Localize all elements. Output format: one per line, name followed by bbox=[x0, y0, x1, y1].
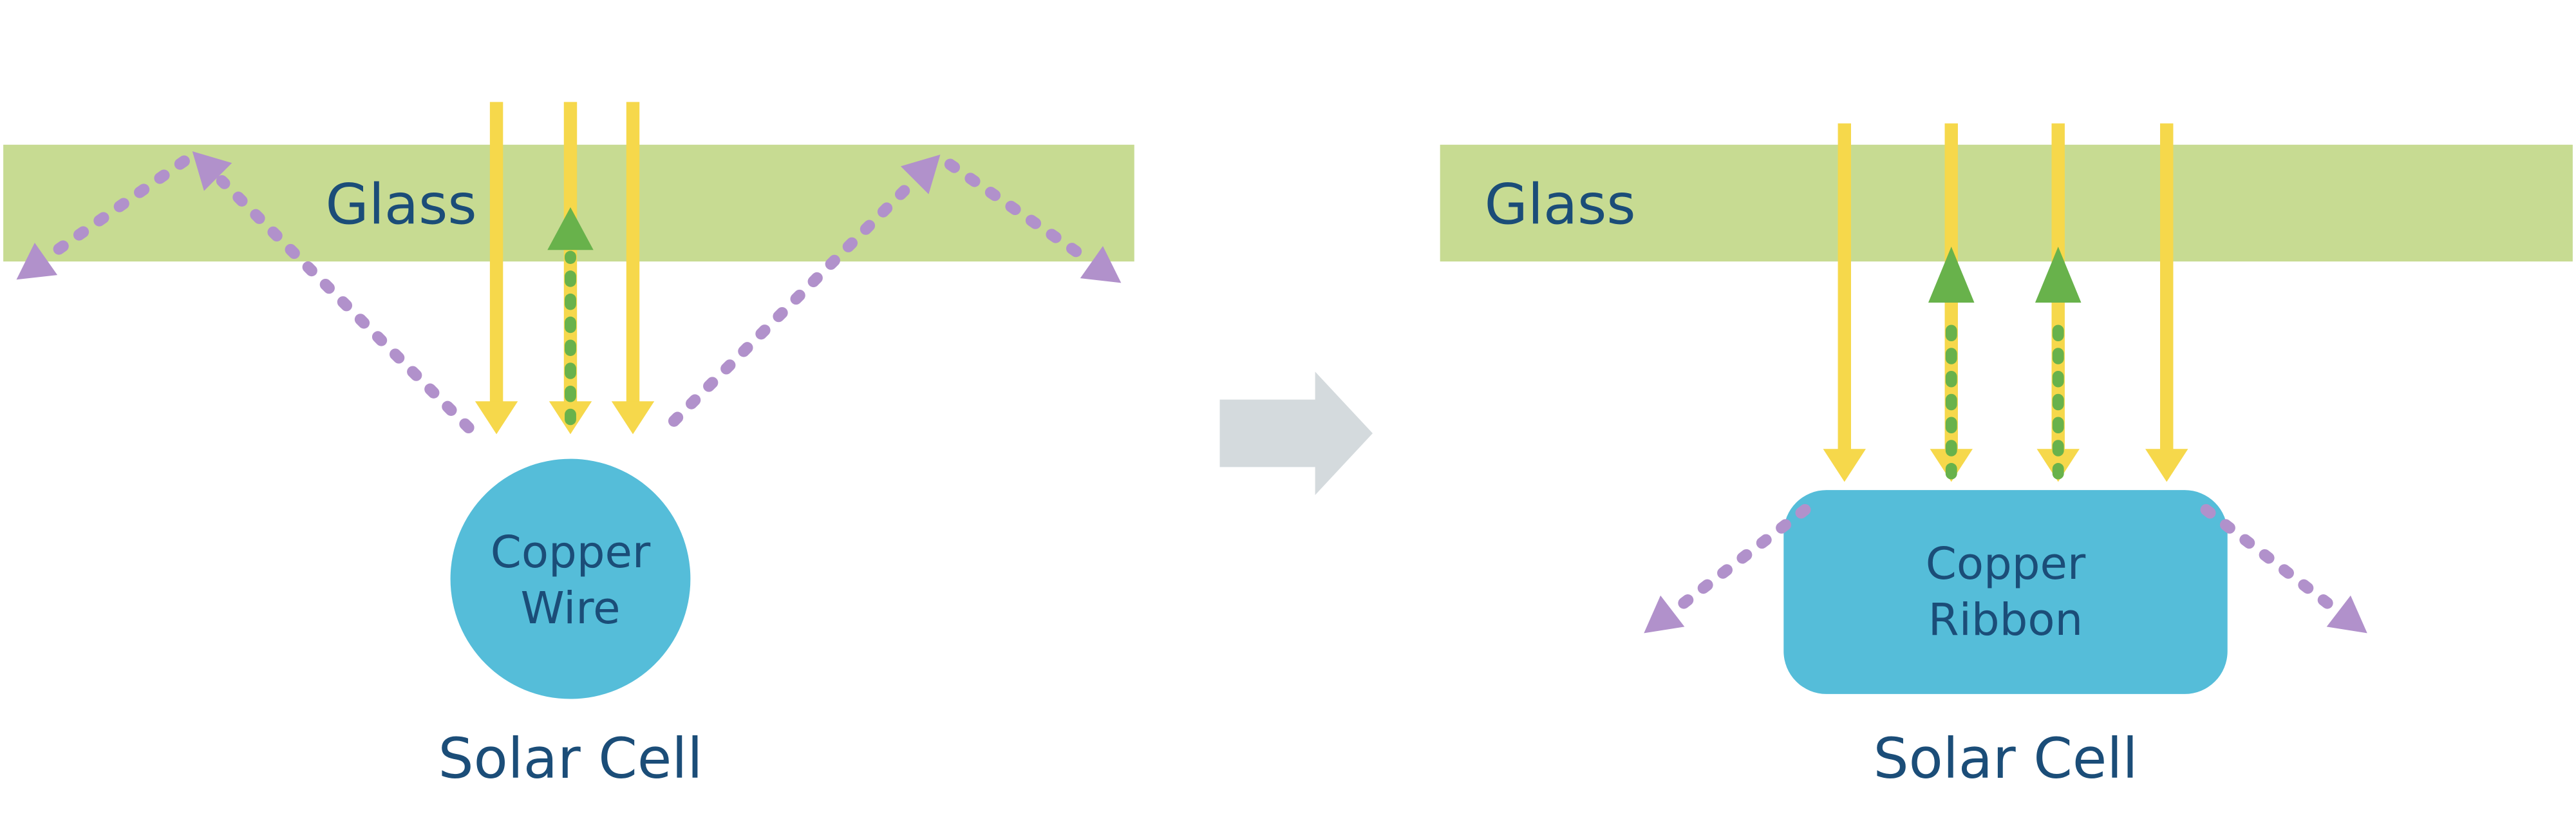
escaped-light-arrowhead bbox=[1080, 246, 1122, 283]
reflected-light-arrowhead bbox=[2035, 247, 2082, 303]
escaped-light-arrowhead bbox=[16, 243, 58, 280]
scattered-light-path bbox=[2200, 504, 2340, 614]
escaped-light-path bbox=[668, 178, 917, 427]
incident-light-arrowhead bbox=[611, 401, 655, 435]
scattered-light-path bbox=[1671, 504, 1811, 614]
escaped-light-path bbox=[43, 155, 190, 262]
right-diagram: Copper Ribbon Glass Solar Cell bbox=[1440, 123, 2573, 791]
incident-light-arrow-1 bbox=[1823, 123, 1866, 482]
incident-light-arrow-1 bbox=[475, 102, 518, 435]
reflected-light-arrowhead bbox=[1928, 247, 1975, 303]
incident-light-arrow-3 bbox=[611, 102, 655, 435]
copper-wire bbox=[450, 458, 691, 699]
copper-ribbon-label-line1: Copper bbox=[1926, 538, 2086, 590]
glass-label: Glass bbox=[1485, 172, 1636, 237]
glass-layer bbox=[1440, 144, 2573, 262]
escaped-light-ray-right bbox=[668, 155, 1122, 427]
reflected-light-arrow-2 bbox=[2035, 247, 2082, 480]
incident-light-arrowhead bbox=[475, 401, 518, 435]
copper-ribbon bbox=[1783, 490, 2228, 694]
scattered-light-ray-right bbox=[2200, 504, 2367, 634]
escaped-light-arrowhead bbox=[192, 151, 232, 191]
copper-wire-label-line1: Copper bbox=[491, 527, 651, 578]
scattered-light-arrowhead bbox=[1644, 595, 1685, 634]
incident-light-arrowhead bbox=[1823, 449, 1866, 482]
reflected-light-arrow-1 bbox=[1928, 247, 1975, 480]
scattered-light-ray-left bbox=[1644, 504, 1811, 634]
escaped-light-arrowhead bbox=[900, 155, 941, 194]
scattered-light-arrowhead bbox=[2326, 595, 2367, 634]
solar-cell-label: Solar Cell bbox=[1874, 726, 2138, 791]
solar-cell-label: Solar Cell bbox=[438, 726, 702, 791]
glass-label: Glass bbox=[326, 172, 477, 237]
transition-arrow-icon bbox=[1219, 372, 1373, 495]
reflected-light-arrow bbox=[547, 207, 594, 426]
incident-light-arrowhead bbox=[2145, 449, 2188, 482]
left-diagram: Copper Wire Glass Solar Cell bbox=[3, 102, 1134, 791]
reflected-light-arrowhead bbox=[547, 207, 594, 250]
copper-ribbon-label-line2: Ribbon bbox=[1928, 594, 2083, 646]
incident-light-arrow-4 bbox=[2145, 123, 2188, 482]
escaped-light-ray-left bbox=[16, 151, 475, 434]
copper-wire-label-line2: Wire bbox=[520, 583, 620, 634]
escaped-light-path bbox=[216, 175, 475, 434]
escaped-light-path bbox=[944, 158, 1095, 266]
